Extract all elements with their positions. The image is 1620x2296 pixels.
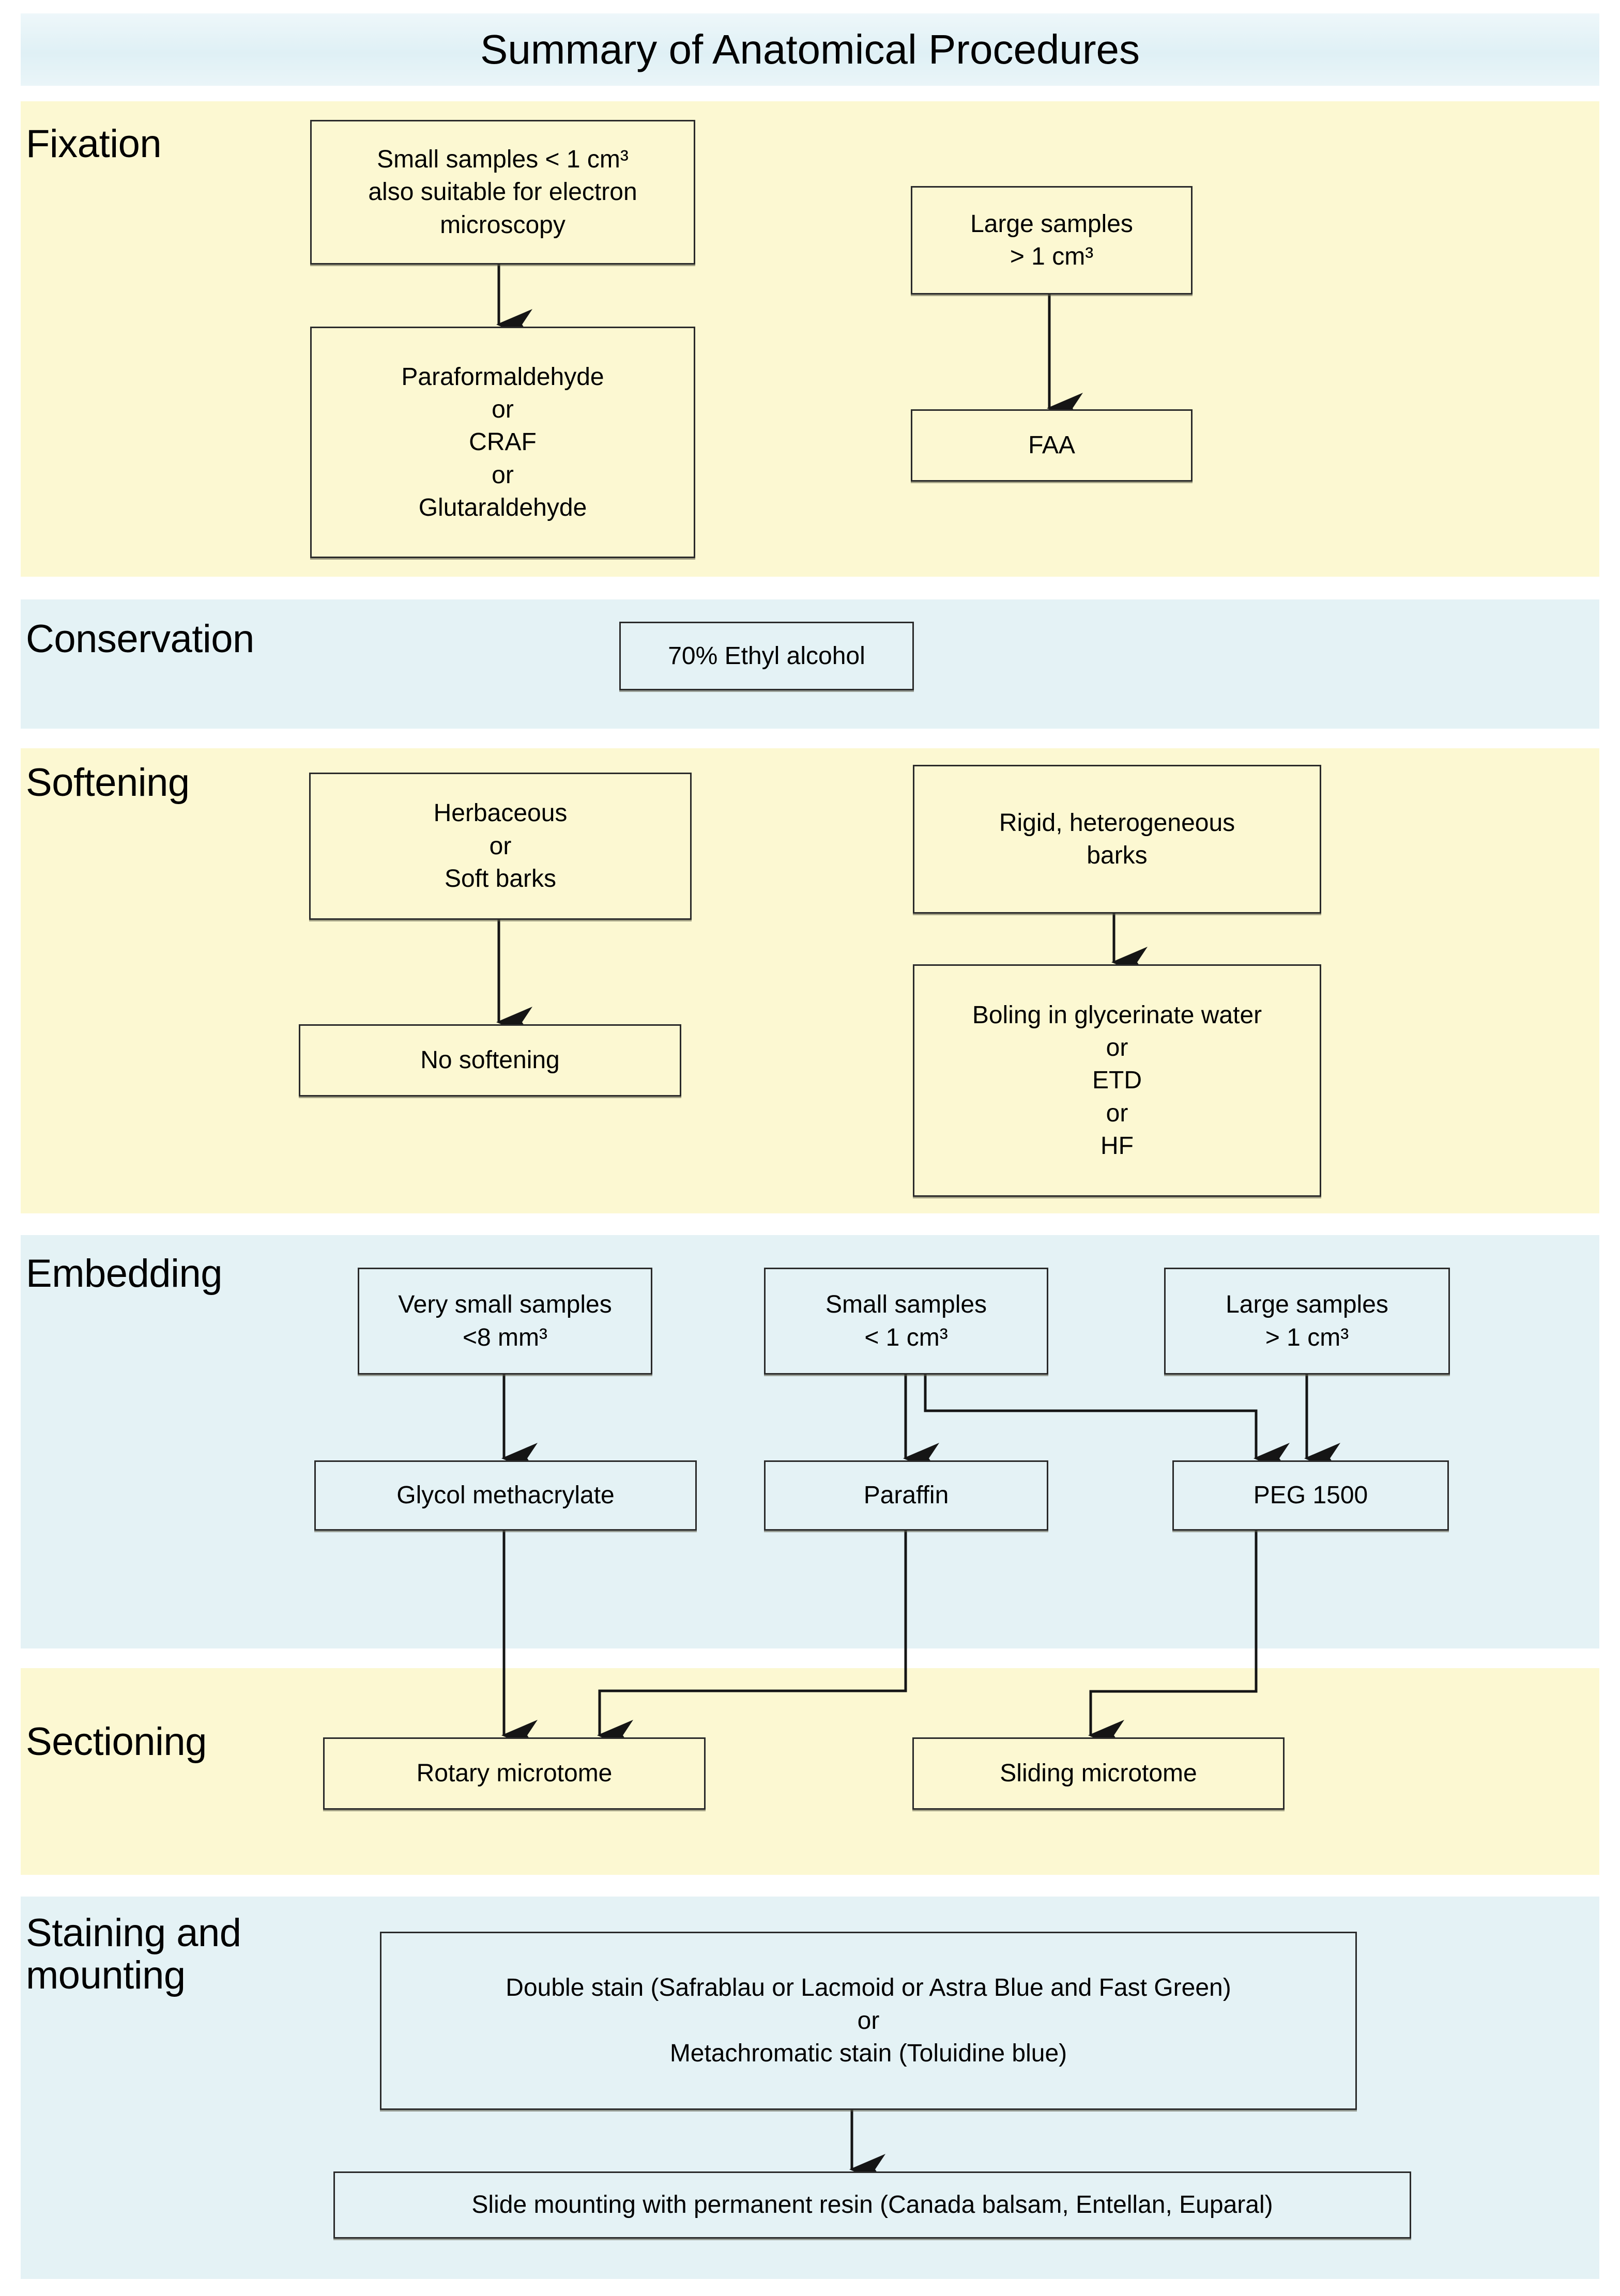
section-label-sectioning: Sectioning: [26, 1720, 207, 1764]
box-emb-paraffin[interactable]: Paraffin: [764, 1460, 1048, 1531]
box-text: PEG 1500: [1253, 1482, 1368, 1509]
box-stain-mounting[interactable]: Slide mounting with permanent resin (Can…: [333, 2171, 1411, 2239]
box-text: No softening: [420, 1046, 560, 1074]
section-label-fixation: Fixation: [26, 122, 162, 166]
box-fix-fixatives[interactable]: Paraformaldehyde or CRAF or Glutaraldehy…: [310, 327, 695, 558]
box-text: Rigid, heterogeneous barks: [999, 809, 1235, 869]
box-soft-no-softening[interactable]: No softening: [299, 1024, 681, 1097]
page-title-bar: Summary of Anatomical Procedures: [21, 13, 1599, 86]
box-text: Glycol methacrylate: [396, 1482, 615, 1509]
box-text: Very small samples <8 mm³: [398, 1291, 612, 1351]
box-text: 70% Ethyl alcohol: [668, 642, 865, 670]
box-soft-herbaceous[interactable]: Herbaceous or Soft barks: [309, 773, 692, 920]
section-label-embedding: Embedding: [26, 1252, 223, 1296]
box-emb-peg[interactable]: PEG 1500: [1172, 1460, 1449, 1531]
box-fix-large-samples[interactable]: Large samples > 1 cm³: [911, 186, 1193, 295]
box-sec-sliding[interactable]: Sliding microtome: [912, 1737, 1285, 1810]
box-sec-rotary[interactable]: Rotary microtome: [323, 1737, 706, 1810]
page-title: Summary of Anatomical Procedures: [480, 26, 1140, 72]
box-cons-ethyl-alcohol[interactable]: 70% Ethyl alcohol: [619, 622, 914, 690]
band-sectioning: [21, 1668, 1599, 1875]
box-soft-rigid-barks[interactable]: Rigid, heterogeneous barks: [913, 765, 1321, 914]
section-label-softening: Softening: [26, 761, 190, 805]
box-emb-gma[interactable]: Glycol methacrylate: [314, 1460, 697, 1531]
box-text: Small samples < 1 cm³ also suitable for …: [368, 145, 637, 239]
box-text: Paraffin: [863, 1482, 949, 1509]
section-label-staining: Staining and mounting: [26, 1911, 241, 1998]
band-softening: [21, 748, 1599, 1213]
band-fixation: [21, 101, 1599, 577]
box-text: Large samples > 1 cm³: [1226, 1291, 1388, 1351]
box-text: Double stain (Safrablau or Lacmoid or As…: [506, 1974, 1231, 2068]
box-text: Paraformaldehyde or CRAF or Glutaraldehy…: [401, 363, 604, 522]
box-text: Sliding microtome: [1000, 1760, 1197, 1788]
section-label-conservation: Conservation: [26, 617, 254, 661]
box-text: Herbaceous or Soft barks: [433, 799, 568, 893]
box-emb-large[interactable]: Large samples > 1 cm³: [1164, 1268, 1450, 1375]
box-text: Slide mounting with permanent resin (Can…: [471, 2191, 1273, 2219]
box-fix-faa[interactable]: FAA: [911, 409, 1193, 482]
box-text: FAA: [1028, 432, 1075, 459]
box-stain-double[interactable]: Double stain (Safrablau or Lacmoid or As…: [380, 1932, 1357, 2110]
box-text: Boling in glycerinate water or ETD or HF: [972, 1001, 1262, 1160]
box-fix-small-samples[interactable]: Small samples < 1 cm³ also suitable for …: [310, 120, 695, 265]
box-soft-boiling[interactable]: Boling in glycerinate water or ETD or HF: [913, 964, 1321, 1197]
box-text: Small samples < 1 cm³: [825, 1291, 987, 1351]
box-text: Rotary microtome: [416, 1760, 613, 1788]
box-emb-small[interactable]: Small samples < 1 cm³: [764, 1268, 1048, 1375]
box-emb-very-small[interactable]: Very small samples <8 mm³: [358, 1268, 652, 1375]
box-text: Large samples > 1 cm³: [970, 210, 1133, 270]
